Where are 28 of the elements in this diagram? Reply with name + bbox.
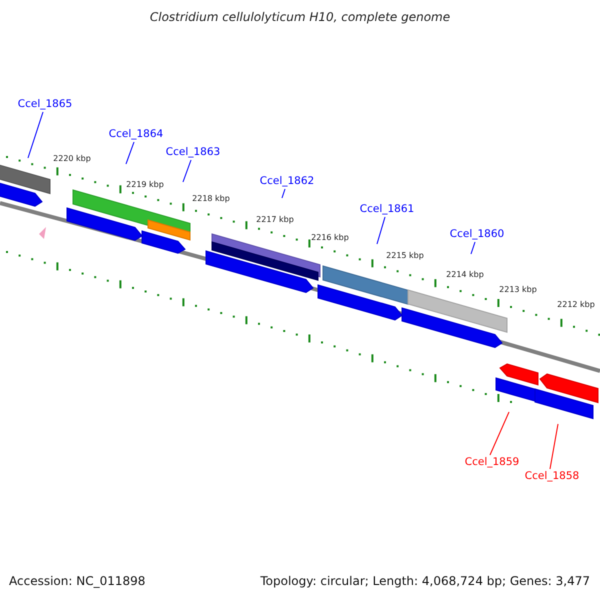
coordinate-label: 2214 kbp — [446, 269, 484, 281]
coordinate-label: 2216 kbp — [311, 232, 349, 244]
leader-line — [126, 142, 134, 164]
footer-text: Accession: NC_011898 — [9, 575, 146, 588]
leader-line — [28, 112, 44, 158]
gene-label: Ccel_1862 — [260, 175, 314, 188]
coordinate-label: 2217 kbp — [256, 214, 294, 226]
footer-text: Topology: circular; Length: 4,068,724 bp; Genes: 3,477 — [260, 575, 590, 588]
leader-line — [550, 424, 558, 470]
gene-label: Ccel_1863 — [166, 146, 220, 159]
leader-line — [376, 216, 386, 244]
gene-label: Ccel_1858 — [524, 470, 580, 483]
coordinate-label: 2212 kbp — [557, 299, 595, 311]
leader-line — [282, 188, 286, 198]
gene-label: Ccel_1864 — [108, 128, 164, 141]
coordinate-label: 2219 kbp — [126, 179, 164, 191]
leader-line — [470, 242, 476, 254]
gene-label: Ccel_1860 — [450, 228, 504, 241]
gene-label: Ccel_1861 — [360, 203, 414, 216]
coordinate-label: 2215 kbp — [386, 250, 424, 262]
leader-line — [182, 160, 192, 182]
title: Clostridium cellulolyticum H10, complete genome — [150, 11, 450, 24]
leader-line — [490, 412, 510, 456]
gene-label: Ccel_1859 — [464, 456, 520, 469]
gene-label: Ccel_1865 — [18, 98, 72, 111]
coordinate-label: 2213 kbp — [499, 284, 537, 296]
coordinate-label: 2220 kbp — [53, 153, 91, 165]
coordinate-label: 2218 kbp — [192, 193, 230, 205]
